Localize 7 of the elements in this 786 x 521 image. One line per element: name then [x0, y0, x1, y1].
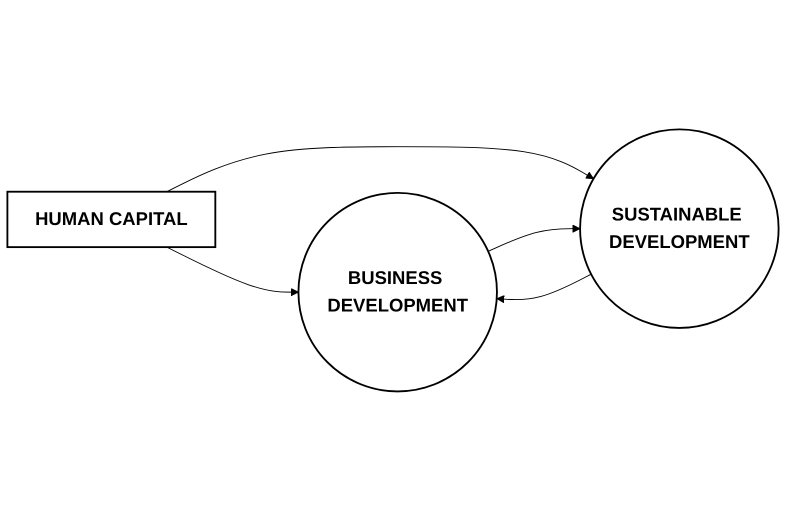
arrow	[488, 224, 580, 252]
arrow	[166, 246, 299, 296]
arrow	[166, 146, 594, 192]
node-circle: BUSINESS DEVELOPMENT	[298, 192, 498, 392]
arrow	[496, 274, 592, 304]
node-box: HUMAN CAPITAL	[6, 190, 216, 248]
node-circle: SUSTAINABLE DEVELOPMENT	[579, 128, 780, 329]
